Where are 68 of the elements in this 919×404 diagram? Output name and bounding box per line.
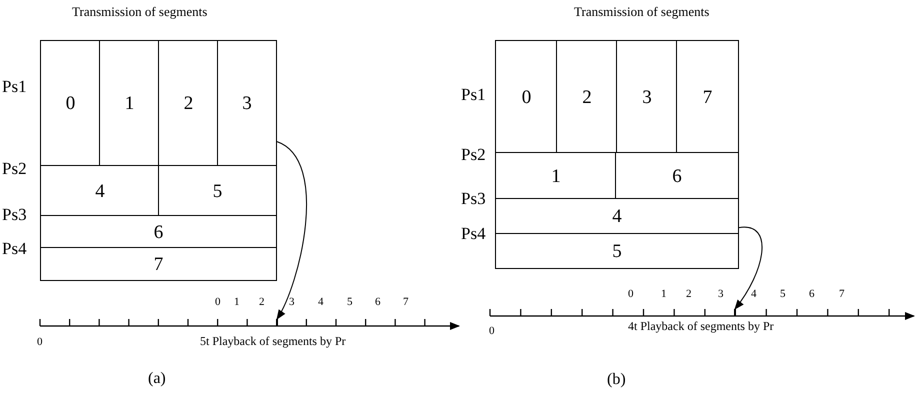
segment-number: 4 [612,207,622,226]
segment-cell [99,40,160,167]
heading: Transmission of segments [72,5,208,18]
tick-label: 0 [628,289,634,300]
segment-cell [616,40,678,154]
segment-cell [495,198,739,235]
axis-title: 4t Playback of segments by Pr [628,320,774,332]
segment-cell [158,165,277,217]
tick-label: 4 [751,289,756,300]
segment-number: 7 [154,254,164,274]
row-label: Ps3 [2,206,27,223]
segment-number: 2 [582,88,592,106]
segment-cell [217,40,277,167]
tick-label: 7 [403,297,408,308]
segment-cell [676,40,739,154]
tick-label: 0 [489,326,494,337]
segment-number: 3 [242,94,252,113]
curved-arrow [276,141,308,320]
segment-number: 2 [184,94,194,113]
segment-cell [40,40,101,167]
segment-number: 3 [642,88,652,106]
axis-title: 5t Playback of segments by Pr [200,335,346,347]
tick-mark [734,309,736,316]
tick-label: 1 [661,289,666,300]
tick-label: 2 [686,289,692,300]
segment-cell [556,40,618,154]
segment-number: 0 [66,94,76,113]
figure-label: (b) [607,372,626,388]
segment-cell [495,40,558,154]
segment-number: 1 [124,94,134,113]
tick-label: 1 [234,297,240,308]
segment-cell [40,165,160,217]
tick-label: 2 [259,297,264,308]
segment-number: 5 [612,242,622,260]
row-label: Ps4 [2,240,27,257]
segment-cell [615,152,739,200]
tick-label: 0 [37,337,42,348]
tick-label: 3 [289,297,294,308]
segment-number: 6 [672,166,682,186]
segment-number: 1 [551,166,561,186]
segment-number: 4 [95,182,105,200]
tick-label: 4 [318,297,324,308]
tick-label: 7 [839,289,844,300]
row-label: Ps1 [2,78,27,95]
segment-number: 7 [702,88,712,106]
heading: Transmission of segments [574,5,710,18]
figure-label: (a) [148,371,166,387]
tick-mark [276,319,278,326]
row-label: Ps4 [461,225,486,242]
tick-label: 3 [718,289,724,300]
row-label: Ps2 [2,160,27,177]
segment-cell [40,215,277,249]
curved-arrow [734,226,762,310]
row-label: Ps1 [461,86,486,103]
segment-cell [495,233,739,269]
tick-label: 6 [809,289,814,300]
tick-label: 6 [375,297,380,308]
tick-label: 5 [780,289,786,300]
segment-cell [158,40,219,167]
segment-number: 6 [154,222,164,242]
segment-cell [495,152,617,200]
segment-number: 5 [212,182,222,200]
tick-label: 5 [347,297,352,308]
segment-cell [40,247,277,281]
row-label: Ps3 [461,190,486,207]
tick-label: 0 [215,297,220,308]
segment-number: 0 [522,88,532,106]
row-label: Ps2 [461,146,486,163]
